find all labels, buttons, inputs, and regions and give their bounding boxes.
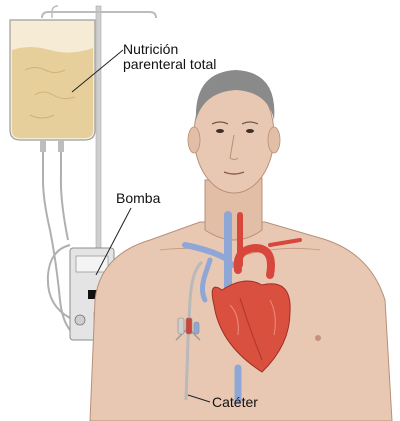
tpn-bag	[10, 20, 95, 152]
iv-tubing	[43, 152, 70, 330]
label-tpn: Nutrición parenteral total	[123, 42, 233, 72]
label-catheter: Catéter	[212, 395, 258, 410]
label-pump: Bomba	[116, 191, 160, 206]
